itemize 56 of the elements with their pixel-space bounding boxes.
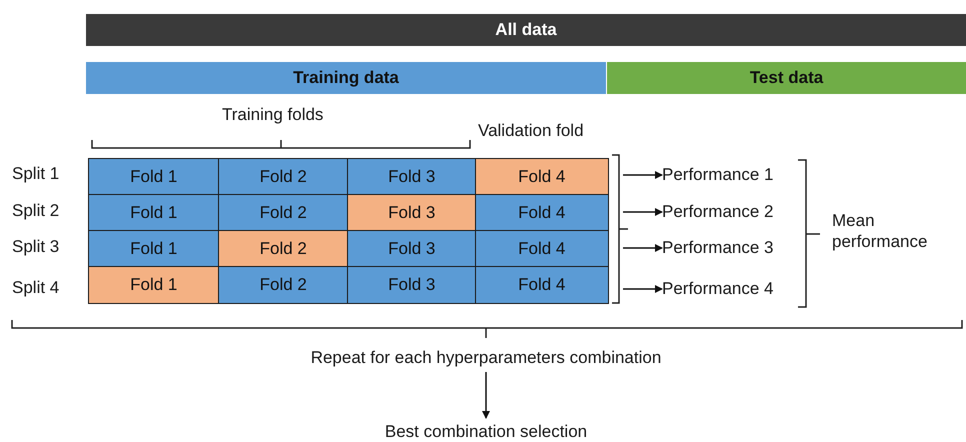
training-fold-cell [88, 158, 220, 196]
text-label: Validation fold [478, 120, 584, 142]
training-fold-cell [88, 194, 220, 232]
node-text: Fold 3 [388, 274, 436, 295]
node-text: Fold 3 [388, 238, 436, 259]
arrow [623, 171, 663, 179]
node-text: Best combination selection [384, 422, 588, 442]
training-fold-cell [218, 194, 348, 232]
node-text: Fold 1 [130, 166, 178, 187]
text-label: Split 1 [12, 163, 60, 184]
node-text: Test data [750, 68, 824, 88]
validation-fold-cell [475, 158, 608, 196]
node-text: Fold 2 [260, 238, 307, 259]
validation-fold-cell [218, 230, 348, 268]
training-fold-cell [218, 266, 348, 304]
node-text: Fold 4 [518, 166, 566, 187]
text-label: Split 2 [12, 200, 60, 222]
training-fold-cell [347, 266, 476, 304]
node-text: Fold 4 [518, 202, 566, 223]
text-label: Split 4 [12, 277, 60, 298]
training-fold-cell [475, 194, 608, 232]
validation-fold-cell [88, 266, 220, 304]
node-text: Fold 4 [518, 274, 566, 295]
data-bar [86, 14, 966, 46]
arrow [623, 244, 663, 252]
node-text: Performance 4 [662, 278, 774, 300]
arrow [623, 208, 663, 216]
node-text: Fold 4 [518, 238, 566, 259]
text-label: Training folds [222, 104, 324, 126]
training-fold-cell [475, 230, 608, 268]
node-text: Performance 3 [662, 238, 774, 258]
node-text: Performance 1 [662, 164, 774, 186]
node-text: Training data [293, 68, 399, 88]
arrow [482, 372, 490, 419]
data-bar [607, 62, 966, 94]
node-text: Fold 2 [260, 202, 307, 223]
arrow [623, 285, 663, 293]
node-text: Performance 2 [662, 202, 774, 222]
node-text: Fold 1 [130, 274, 178, 295]
training-fold-cell [347, 158, 476, 196]
node-text: Fold 1 [130, 202, 178, 223]
training-fold-cell [88, 230, 220, 268]
node-text: Fold 2 [260, 274, 307, 295]
node-text: All data [495, 20, 557, 40]
training-fold-cell [475, 266, 608, 304]
validation-fold-cell [347, 194, 476, 232]
node-text: Fold 3 [388, 166, 436, 187]
node-text: Fold 3 [388, 202, 436, 223]
training-fold-cell [347, 230, 476, 268]
node-text: Fold 1 [130, 238, 178, 259]
node-text: Fold 2 [260, 166, 307, 187]
text-label: Split 3 [12, 236, 60, 258]
text-label: Mean performance [832, 210, 928, 252]
training-fold-cell [218, 158, 348, 196]
node-text: Repeat for each hyperparameters combination [310, 348, 662, 368]
data-bar [86, 62, 606, 94]
